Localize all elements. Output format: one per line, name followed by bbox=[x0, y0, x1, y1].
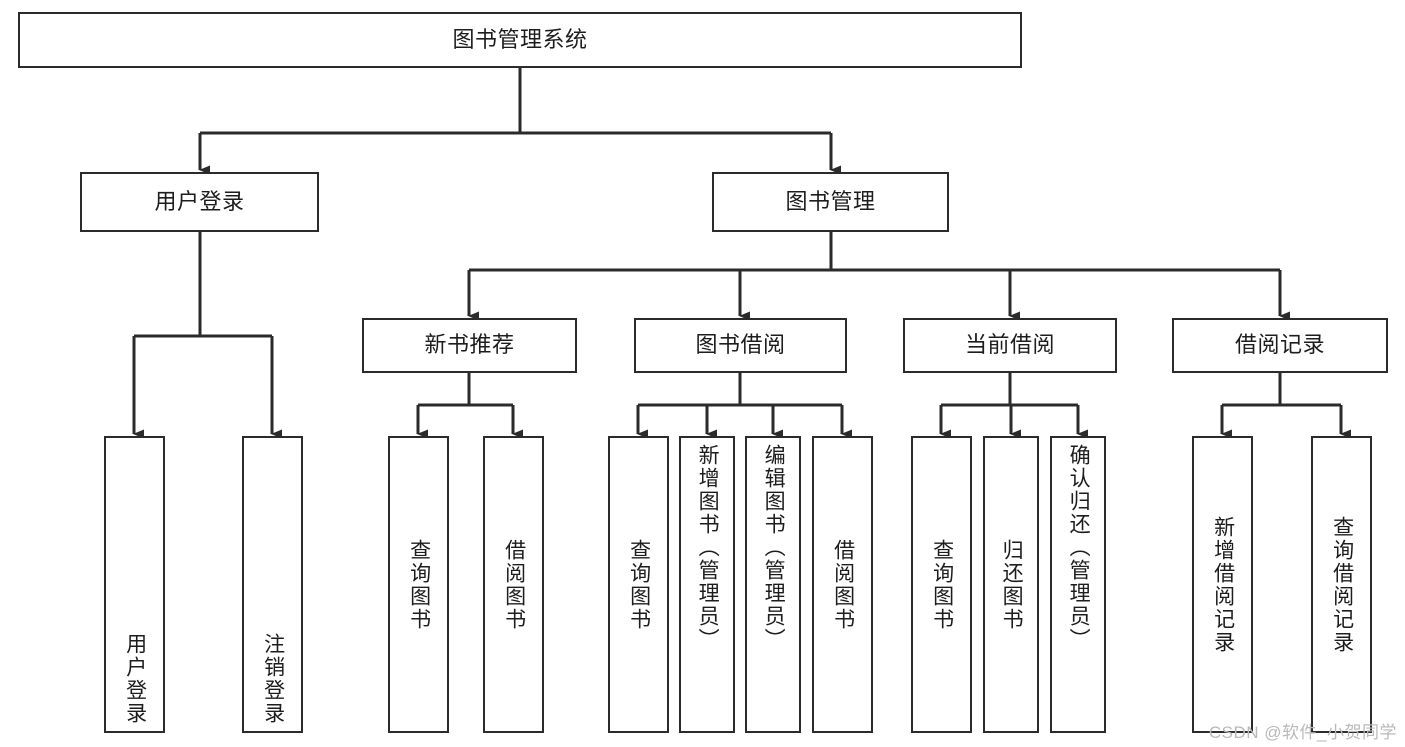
node-book-borrow[interactable]: 图书借阅 bbox=[634, 318, 847, 373]
node-leaf-borrow-book-1[interactable]: 借阅图书 bbox=[483, 436, 544, 733]
node-leaf-confirm-return-label: 确认归还（管理员） bbox=[1067, 444, 1091, 651]
node-leaf-return-book[interactable]: 归还图书 bbox=[983, 436, 1039, 733]
node-new-book-recommend[interactable]: 新书推荐 bbox=[362, 318, 577, 373]
node-leaf-logout[interactable]: 注销登录 bbox=[242, 436, 303, 733]
node-leaf-edit-book-label: 编辑图书（管理员） bbox=[762, 444, 786, 651]
node-user-login[interactable]: 用户登录 bbox=[80, 172, 319, 232]
node-current-borrow-label: 当前借阅 bbox=[964, 332, 1055, 358]
node-leaf-user-login[interactable]: 用户登录 bbox=[104, 436, 165, 733]
node-leaf-user-login-label: 用户登录 bbox=[123, 633, 147, 725]
node-user-login-label: 用户登录 bbox=[154, 188, 245, 214]
node-borrow-record[interactable]: 借阅记录 bbox=[1172, 318, 1388, 373]
node-leaf-edit-book[interactable]: 编辑图书（管理员） bbox=[745, 436, 801, 733]
node-book-manage[interactable]: 图书管理 bbox=[712, 172, 949, 232]
node-leaf-add-book[interactable]: 新增图书（管理员） bbox=[679, 436, 735, 733]
node-current-borrow[interactable]: 当前借阅 bbox=[903, 318, 1117, 373]
node-book-manage-label: 图书管理 bbox=[785, 188, 876, 214]
node-leaf-query-book-3-label: 查询图书 bbox=[930, 538, 954, 631]
node-leaf-query-book-2-label: 查询图书 bbox=[627, 538, 651, 631]
node-leaf-query-book-1-label: 查询图书 bbox=[407, 538, 431, 631]
node-leaf-confirm-return[interactable]: 确认归还（管理员） bbox=[1050, 436, 1106, 733]
node-leaf-add-record-label: 新增借阅记录 bbox=[1211, 515, 1235, 654]
node-root[interactable]: 图书管理系统 bbox=[18, 12, 1022, 68]
watermark: CSDN @软件_小贺同学 bbox=[1208, 723, 1397, 742]
node-leaf-query-book-1[interactable]: 查询图书 bbox=[388, 436, 449, 733]
node-leaf-return-book-label: 归还图书 bbox=[1000, 538, 1024, 631]
node-leaf-query-book-2[interactable]: 查询图书 bbox=[608, 436, 669, 733]
node-leaf-query-record-label: 查询借阅记录 bbox=[1330, 515, 1354, 654]
node-book-borrow-label: 图书借阅 bbox=[695, 332, 786, 358]
node-leaf-query-book-3[interactable]: 查询图书 bbox=[911, 436, 972, 733]
node-new-book-recommend-label: 新书推荐 bbox=[424, 332, 515, 358]
node-leaf-add-book-label: 新增图书（管理员） bbox=[696, 444, 720, 651]
node-leaf-borrow-book-1-label: 借阅图书 bbox=[502, 538, 526, 631]
node-leaf-borrow-book-2-label: 借阅图书 bbox=[831, 538, 855, 631]
node-leaf-logout-label: 注销登录 bbox=[261, 633, 285, 725]
node-borrow-record-label: 借阅记录 bbox=[1234, 332, 1325, 358]
node-leaf-query-record[interactable]: 查询借阅记录 bbox=[1311, 436, 1372, 733]
node-leaf-add-record[interactable]: 新增借阅记录 bbox=[1192, 436, 1253, 733]
node-leaf-borrow-book-2[interactable]: 借阅图书 bbox=[812, 436, 873, 733]
node-root-label: 图书管理系统 bbox=[452, 26, 588, 52]
